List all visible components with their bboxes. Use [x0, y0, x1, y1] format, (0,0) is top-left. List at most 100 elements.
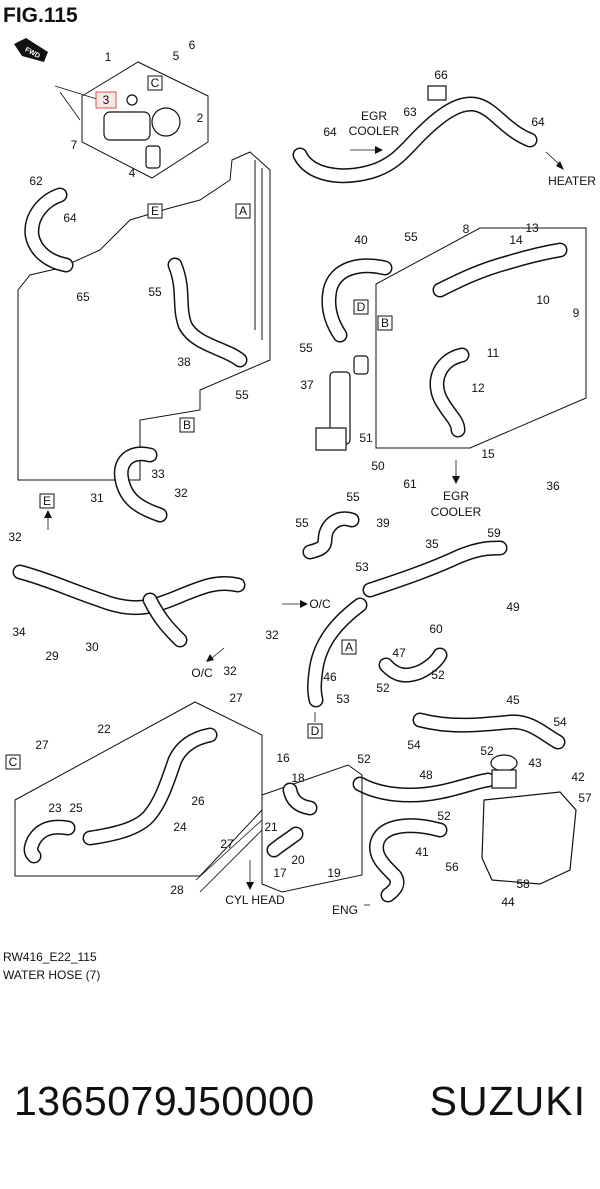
- svg-text:27: 27: [229, 691, 243, 705]
- svg-text:27: 27: [35, 738, 49, 752]
- svg-text:4: 4: [129, 166, 136, 180]
- svg-text:C: C: [9, 755, 18, 769]
- pipe-37: [315, 355, 369, 451]
- svg-text:2: 2: [197, 111, 204, 125]
- svg-text:35: 35: [425, 537, 439, 551]
- label-egr-cooler-top-1: EGR: [361, 109, 387, 123]
- svg-text:50: 50: [371, 459, 385, 473]
- svg-text:41: 41: [415, 845, 429, 859]
- label-egr-cooler-top-2: COOLER: [349, 124, 400, 138]
- caption-title: WATER HOSE (7): [3, 968, 101, 982]
- detail-box-egr: [375, 227, 587, 449]
- svg-text:65: 65: [76, 290, 90, 304]
- label-cyl-head: CYL HEAD: [225, 893, 285, 907]
- svg-text:63: 63: [403, 105, 417, 119]
- svg-text:44: 44: [501, 895, 515, 909]
- svg-text:55: 55: [299, 341, 313, 355]
- svg-text:39: 39: [376, 516, 390, 530]
- svg-text:B: B: [183, 418, 191, 432]
- svg-text:61: 61: [403, 477, 417, 491]
- label-eng: ENG: [332, 903, 358, 917]
- svg-text:26: 26: [191, 794, 205, 808]
- svg-text:B: B: [381, 316, 389, 330]
- svg-text:30: 30: [85, 640, 99, 654]
- ref-box-b-left[interactable]: B: [179, 417, 195, 433]
- ref-box-d-bottom[interactable]: D: [307, 723, 323, 739]
- svg-text:31: 31: [90, 491, 104, 505]
- ref-box-a-mid[interactable]: A: [341, 639, 357, 655]
- clip-66: [427, 85, 447, 101]
- svg-text:1: 1: [105, 50, 112, 64]
- svg-text:3: 3: [103, 93, 110, 107]
- svg-text:17: 17: [273, 866, 287, 880]
- hose-63: [292, 96, 538, 184]
- caption-code: RW416_E22_115: [3, 950, 97, 964]
- detail-box-16: [261, 764, 363, 893]
- ref-box-b-right[interactable]: B: [377, 315, 393, 331]
- svg-text:29: 29: [45, 649, 59, 663]
- svg-text:46: 46: [323, 670, 337, 684]
- svg-text:55: 55: [404, 230, 418, 244]
- svg-text:54: 54: [553, 715, 567, 729]
- svg-text:24: 24: [173, 820, 187, 834]
- brand-name: SUZUKI: [429, 1078, 586, 1124]
- svg-text:55: 55: [346, 490, 360, 504]
- svg-text:32: 32: [223, 664, 237, 678]
- svg-text:33: 33: [151, 467, 165, 481]
- svg-text:32: 32: [174, 486, 188, 500]
- svg-text:53: 53: [336, 692, 350, 706]
- svg-text:19: 19: [327, 866, 341, 880]
- svg-text:E: E: [151, 204, 159, 218]
- reservoir-tank: [481, 754, 577, 885]
- svg-text:58: 58: [516, 877, 530, 891]
- figure-title: FIG.115: [3, 4, 78, 27]
- svg-text:11: 11: [487, 346, 500, 360]
- radiator-outline: [17, 151, 271, 481]
- part-number: 1365079J50000: [14, 1078, 315, 1124]
- svg-text:45: 45: [506, 693, 520, 707]
- label-egr-cooler-mid-2: COOLER: [431, 505, 482, 519]
- svg-text:6: 6: [189, 38, 196, 52]
- svg-text:59: 59: [487, 526, 501, 540]
- ref-box-c-top[interactable]: C: [147, 75, 163, 91]
- svg-text:22: 22: [97, 722, 111, 736]
- svg-text:D: D: [311, 724, 320, 738]
- svg-text:52: 52: [376, 681, 390, 695]
- ref-box-a-top[interactable]: A: [235, 203, 251, 219]
- label-heater: HEATER: [548, 174, 596, 188]
- svg-text:21: 21: [264, 820, 278, 834]
- svg-text:27: 27: [220, 837, 234, 851]
- svg-text:56: 56: [445, 860, 459, 874]
- svg-text:C: C: [151, 76, 160, 90]
- svg-text:18: 18: [291, 771, 305, 785]
- svg-text:57: 57: [578, 791, 592, 805]
- callout-3-highlight[interactable]: [95, 91, 117, 109]
- svg-text:51: 51: [359, 431, 373, 445]
- svg-text:15: 15: [481, 447, 495, 461]
- svg-text:62: 62: [29, 174, 43, 188]
- fwd-arrow-icon: FWD: [14, 38, 48, 62]
- svg-text:66: 66: [434, 68, 448, 82]
- svg-text:42: 42: [571, 770, 585, 784]
- svg-text:64: 64: [531, 115, 545, 129]
- ref-box-c-bottom[interactable]: C: [5, 754, 21, 770]
- svg-text:36: 36: [546, 479, 560, 493]
- svg-text:20: 20: [291, 853, 305, 867]
- callout-numbers: 1 2 3 4 5 6 7 8 9 10 11 12 13 14 15 16 1…: [8, 38, 592, 909]
- svg-text:10: 10: [536, 293, 550, 307]
- svg-text:47: 47: [392, 646, 406, 660]
- svg-text:28: 28: [170, 883, 184, 897]
- ref-box-d-mid[interactable]: D: [353, 299, 369, 315]
- svg-text:34: 34: [12, 625, 26, 639]
- detail-box-thermostat: [81, 61, 209, 179]
- parts-diagram: FWD: [5, 38, 596, 917]
- svg-text:48: 48: [419, 768, 433, 782]
- svg-text:25: 25: [69, 801, 83, 815]
- ref-box-e-left[interactable]: E: [39, 493, 55, 509]
- svg-text:A: A: [239, 204, 247, 218]
- svg-text:64: 64: [323, 125, 337, 139]
- ref-box-e-top[interactable]: E: [147, 203, 163, 219]
- svg-text:9: 9: [573, 306, 580, 320]
- svg-text:16: 16: [276, 751, 290, 765]
- svg-text:52: 52: [357, 752, 371, 766]
